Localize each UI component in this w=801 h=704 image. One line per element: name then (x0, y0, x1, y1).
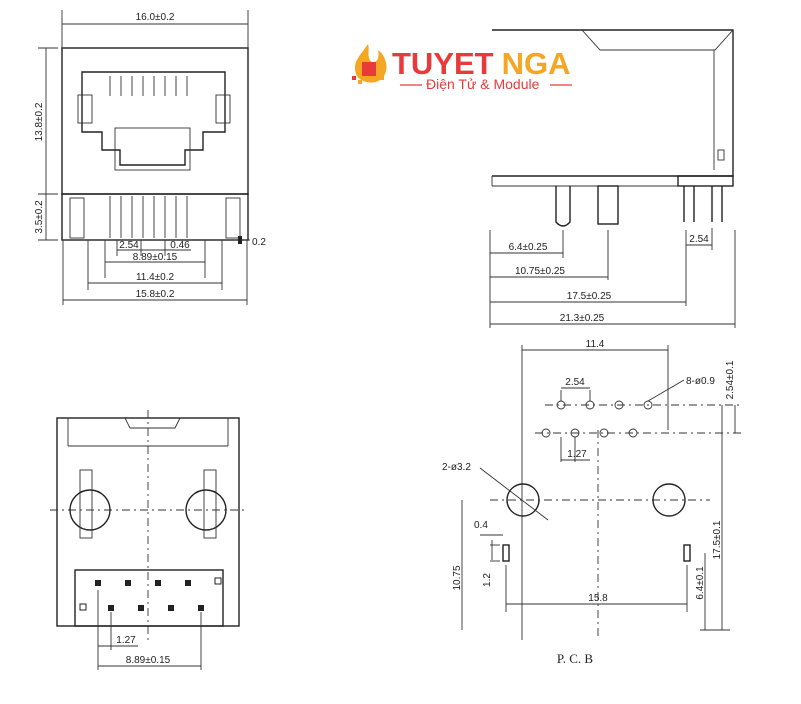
dim-body-depth: 17.5±0.25 (567, 291, 612, 302)
pcb-stagger: 1.27 (567, 449, 587, 460)
pcb-row-width: 11.4 (586, 339, 605, 350)
dim-bottom-pitch: 1.27 (116, 635, 136, 646)
bottom-view: 1.27 8.89±0.15 (50, 410, 248, 670)
front-view: 16.0±0.2 13.8±0.2 3.5±0.2 (34, 10, 266, 305)
pcb-hole-callout: 8-ø0.9 (686, 376, 715, 387)
dim-pin-span: 8.89±0.15 (133, 252, 178, 263)
dim-bottom-span: 8.89±0.15 (126, 655, 171, 666)
dim-shield-span: 11.4±0.2 (136, 272, 175, 283)
brand-tagline: Điện Tử & Module (426, 76, 540, 92)
pcb-post-span: 15.8 (588, 593, 608, 604)
dim-pin-width: 0.46 (170, 240, 190, 251)
dim-pin-pitch: 2.54 (119, 240, 139, 251)
dim-base-width: 15.8±0.2 (136, 289, 175, 300)
pcb-slot-height: 1.2 (482, 573, 493, 587)
side-view: 6.4±0.25 10.75±0.25 17.5±0.25 21.3±0.25 … (489, 29, 736, 328)
dim-overall-width: 16.0±0.2 (136, 12, 175, 23)
dim-lower-height: 3.5±0.2 (34, 200, 45, 234)
pcb-post-offset: 6.4±0.1 (695, 566, 706, 600)
pcb-holes (541, 400, 653, 438)
dim-pin-offset: 6.4±0.25 (509, 242, 548, 253)
pcb-layout: 11.4 2.54 8-ø0.9 2.54±0.1 1.27 2-ø3.2 (442, 339, 742, 666)
bottom-pins (79, 577, 222, 611)
pcb-post-callout: 2-ø3.2 (442, 462, 471, 473)
pcb-slot-width: 0.4 (474, 520, 488, 531)
pcb-post-row-offset: 10.75 (452, 565, 463, 590)
pcb-pitch-x: 2.54 (565, 377, 585, 388)
pcb-pitch-y: 2.54±0.1 (725, 360, 736, 399)
dim-lead-pitch: 2.54 (689, 234, 709, 245)
dim-height: 13.8±0.2 (34, 102, 45, 141)
dim-pin-thickness: 0.2 (252, 237, 266, 248)
chip-flame-icon (352, 44, 387, 84)
pcb-title: P. C. B (557, 651, 593, 666)
dim-post-offset: 10.75±0.25 (515, 266, 565, 277)
dim-overall-depth: 21.3±0.25 (560, 313, 605, 324)
pcb-overall: 17.5±0.1 (712, 520, 723, 559)
